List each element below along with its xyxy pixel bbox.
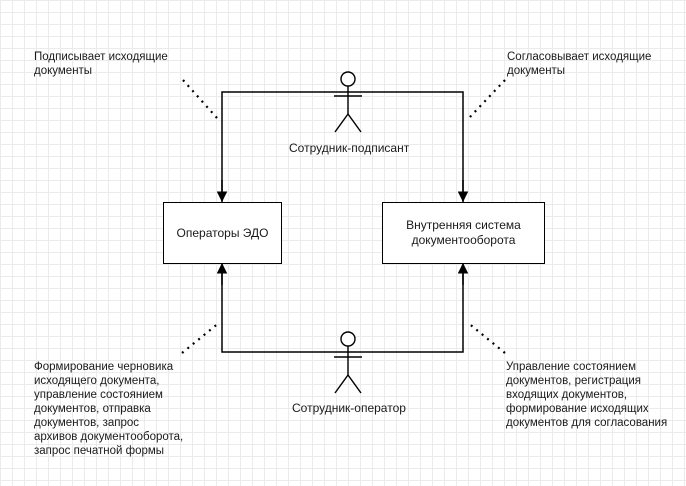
operators-edo-node: Операторы ЭДО <box>163 202 282 264</box>
operator-left-note: Формирование черновика исходящего докуме… <box>34 361 184 457</box>
note-connector-signer-right <box>468 79 506 119</box>
operator-right-note: Управление состоянием документов, регист… <box>506 361 668 429</box>
operator-actor-label: Сотрудник-оператор <box>292 401 406 415</box>
signer-actor-icon <box>334 71 362 133</box>
operator-actor-icon <box>334 331 362 394</box>
operator-connector <box>221 265 464 353</box>
operators-edo-label: Операторы ЭДО <box>176 225 269 240</box>
signer-right-note: Согласовывает исходящие документы <box>507 51 652 77</box>
note-connector-signer-left <box>182 79 218 119</box>
internal-system-node: Внутренняя система документооборота <box>382 202 545 264</box>
internal-system-label: Внутренняя система документооборота <box>406 218 521 247</box>
signer-connector <box>221 91 464 202</box>
note-connector-operator-left <box>181 321 221 354</box>
signer-left-note: Подписывает исходящие документы <box>34 51 168 77</box>
note-connector-operator-right <box>466 321 506 354</box>
signer-actor-label: Сотрудник-подписант <box>289 141 410 155</box>
